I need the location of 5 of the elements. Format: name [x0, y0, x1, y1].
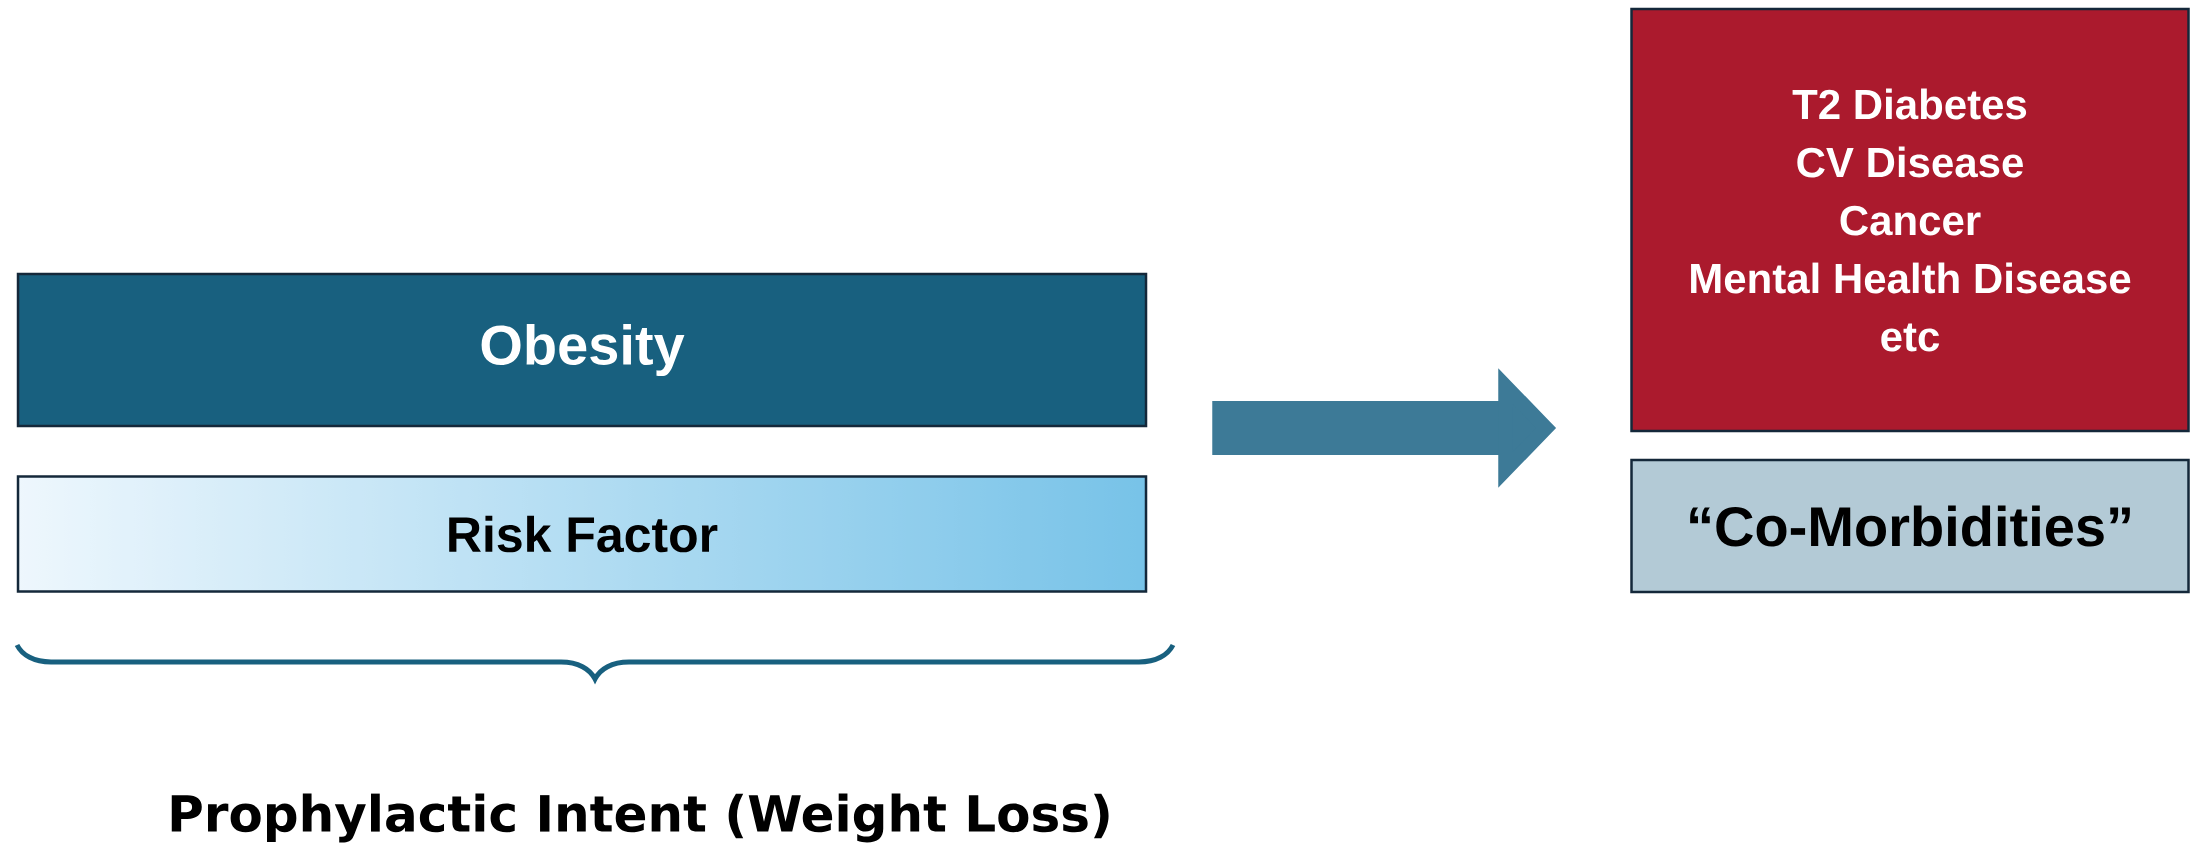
caption-label: Prophylactic Intent (Weight Loss) — [171, 793, 1109, 843]
disease-list-box: T2 Diabetes CV Disease Cancer Mental Health Disease etc — [1630, 7, 2190, 433]
obesity-box: Obesity — [16, 272, 1148, 428]
risk-factor-box: Risk Factor — [16, 475, 1148, 593]
co-morbidities-box: “Co-Morbidities” — [1630, 458, 2190, 594]
